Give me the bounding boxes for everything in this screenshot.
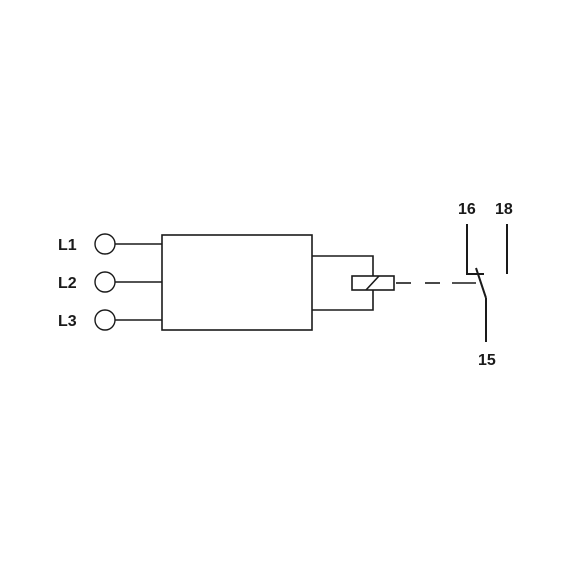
terminal-L2 [94,271,116,293]
nc-contact-line-16 [466,224,484,275]
contact-label-15: 15 [478,352,496,369]
phase-label-L3: L3 [58,313,77,330]
phase-input-L2: L2 [58,271,162,293]
terminal-L1 [94,233,116,255]
phase-label-L2: L2 [58,275,77,292]
contact-label-18: 18 [495,201,513,218]
common-contact-arm [475,267,487,299]
phase-label-L1: L1 [58,237,77,254]
changeover-contact: 16 18 15 [458,201,513,369]
relay-coil [351,275,395,291]
relay-coil-slash [365,275,380,291]
terminal-L3 [94,309,116,331]
coil-wire-top [312,255,374,276]
contact-label-16: 16 [458,201,476,218]
coil-wire-bottom [312,290,374,311]
monitoring-module-box [161,234,313,331]
phase-input-L1: L1 [58,233,162,255]
phase-input-L3: L3 [58,309,162,331]
